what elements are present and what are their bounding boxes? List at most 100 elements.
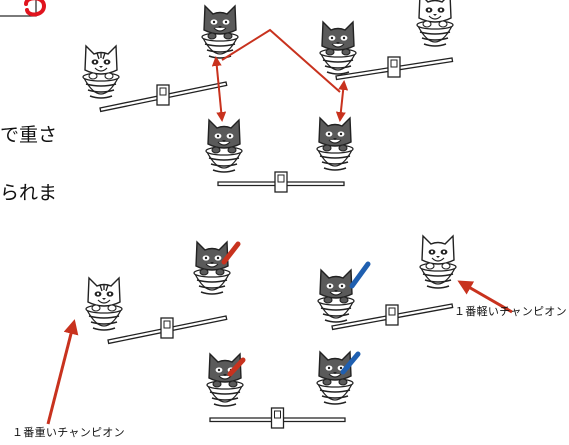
cat-forehead-stripes <box>99 284 109 292</box>
cat-nose <box>102 298 106 300</box>
cat-top-bottom-2 <box>316 116 354 171</box>
cat-bowl-stripe <box>89 95 113 99</box>
left-text-line-2: られま <box>0 182 58 204</box>
cat-bowl-stripe <box>321 161 349 165</box>
cat-nose <box>436 256 440 258</box>
label-heaviest-champion: １番重いチャンピオン <box>12 426 125 439</box>
cat-bowl-stripe <box>421 37 449 41</box>
cat-paw <box>338 378 348 386</box>
cat-bowl-stripe <box>322 59 354 63</box>
cat-bottom-right-2 <box>419 234 457 289</box>
cat-bowl-stripe <box>324 319 348 323</box>
top-right-seesaw <box>335 56 454 81</box>
cat-nose <box>336 42 340 44</box>
cat-paw <box>227 146 237 154</box>
cat-mouth <box>331 43 345 48</box>
cat-paw <box>199 268 209 276</box>
seesaw-pivot-window <box>390 59 398 68</box>
cat-top-left-1 <box>82 44 120 99</box>
cat-pupil <box>228 134 232 138</box>
cat-pupil <box>330 36 334 40</box>
cat-paw <box>441 262 451 270</box>
cat-pupil <box>342 36 346 40</box>
bottom-right-seesaw <box>331 303 454 331</box>
blue-mark-bottom-bottom-right <box>340 351 361 375</box>
cat-bowl-stripe <box>211 397 239 401</box>
cat-bowl-stripe <box>92 327 116 331</box>
cat-paw <box>438 20 448 28</box>
cat-head <box>207 118 241 149</box>
cat-bowl-stripe <box>422 273 454 277</box>
cat-pupil <box>339 132 343 136</box>
cat-paw <box>107 304 117 312</box>
cat-pupil <box>439 8 443 12</box>
cat-paw <box>341 48 351 56</box>
cat-bowl-stripe <box>204 43 236 47</box>
cat-head <box>208 352 242 383</box>
cat-paw <box>323 296 333 304</box>
arrow-to-lightest <box>457 280 513 314</box>
cat-pupil <box>204 256 208 260</box>
cat-bowl-stripe <box>200 291 224 295</box>
bottom-bottom-seesaw <box>209 407 346 429</box>
cat-bowl-stripe <box>323 401 347 405</box>
cat-head <box>84 44 118 75</box>
corner-box <box>0 0 47 17</box>
cat-mouth <box>217 141 231 146</box>
cat-pupil <box>327 132 331 136</box>
cat-pupil <box>328 284 332 288</box>
cat-bowl-stripe <box>426 285 450 289</box>
cat-nose <box>223 374 227 376</box>
cat-bowl-stripe <box>419 31 451 35</box>
cat-bowl-stripe <box>323 167 347 171</box>
cat-bowl-stripe <box>213 403 237 407</box>
cat-bowl-stripe <box>87 89 115 93</box>
cat-pupil <box>216 256 220 260</box>
cat-pupil <box>327 366 331 370</box>
cat-bowl-stripe <box>90 321 118 325</box>
left-text-line-1: で重さ <box>0 124 58 146</box>
cat-paw <box>91 304 101 312</box>
cat-paw <box>325 48 335 56</box>
cat-mouth <box>97 299 111 304</box>
corner-highlight-circle <box>24 0 47 17</box>
cat-nose <box>210 262 214 264</box>
cat-paw <box>228 380 238 388</box>
cat-nose <box>333 372 337 374</box>
cat-forehead-stripes <box>96 52 106 60</box>
cat-top-right-1 <box>319 20 357 75</box>
cat-mouth <box>213 27 227 32</box>
cat-bowl-stripe <box>424 279 452 283</box>
cat-bowl-stripe <box>85 83 117 87</box>
label-lightest-champion: １番軽いチャンピオン <box>454 305 567 318</box>
top-red-connector <box>221 28 341 93</box>
cat-pupil <box>340 284 344 288</box>
cat-mouth <box>428 15 442 20</box>
cat-bottom-right-1 <box>317 268 355 323</box>
cat-pupil <box>93 60 97 64</box>
arrow-to-heaviest <box>46 319 79 425</box>
cat-nose <box>222 140 226 142</box>
cat-pupil <box>96 292 100 296</box>
seesaw-pivot-window <box>163 320 171 329</box>
cat-nose <box>333 138 337 140</box>
top-red-arrow-left <box>211 56 227 122</box>
cat-top-left-2 <box>201 4 239 59</box>
cat-bottom-left-2 <box>193 240 231 295</box>
cat-bowl-stripe <box>326 71 350 75</box>
cat-pupil <box>442 250 446 254</box>
cat-nose <box>99 66 103 68</box>
cat-pupil <box>105 60 109 64</box>
cat-bowl-stripe <box>88 315 120 319</box>
cat-paw <box>211 146 221 154</box>
cat-head <box>421 234 455 265</box>
cat-nose <box>218 26 222 28</box>
cat-head <box>418 0 452 23</box>
cat-bowl-stripe <box>324 65 352 69</box>
cat-bowl-stripe <box>196 279 228 283</box>
cat-bowl-stripe <box>319 389 351 393</box>
seesaw-pivot-window <box>388 307 396 316</box>
cat-mouth <box>328 373 342 378</box>
cat-bowl-stripe <box>208 157 240 161</box>
